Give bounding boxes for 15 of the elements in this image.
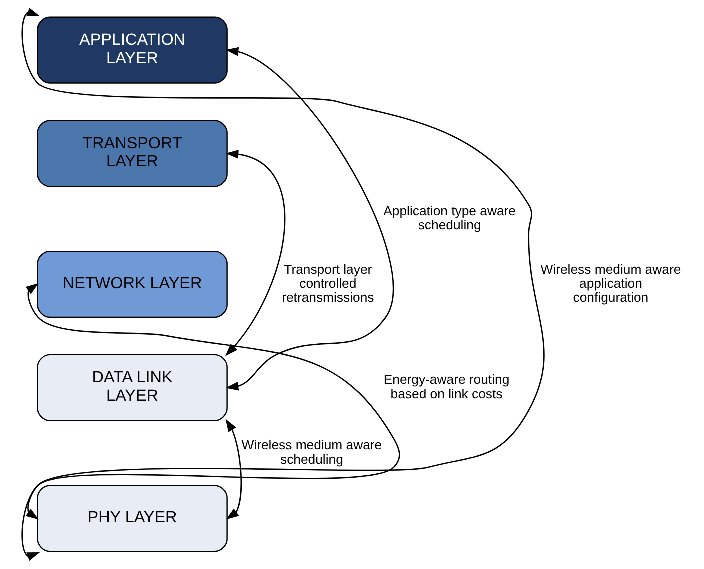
node-box: APPLICATION LAYER — [36, 16, 228, 84]
node-box: PHY LAYER — [36, 485, 228, 552]
edge-label: Application type aware scheduling — [383, 203, 516, 233]
arrow — [225, 419, 242, 520]
arrow — [225, 47, 394, 391]
arrow — [25, 283, 400, 520]
node-box: TRANSPORT LAYER — [36, 120, 228, 188]
edge-label: Wireless medium aware scheduling — [241, 438, 382, 467]
edge-label: Energy-aware routing based on link costs — [383, 372, 510, 402]
node-box: NETWORK LAYER — [36, 250, 228, 318]
arrow — [224, 150, 285, 356]
arrow — [21, 8, 544, 561]
edge-label: Wireless medium aware application configuration — [540, 262, 681, 306]
node-box: DATA LINK LAYER — [36, 354, 228, 422]
edge-label: Transport layer controlled retransmissions — [282, 262, 374, 306]
